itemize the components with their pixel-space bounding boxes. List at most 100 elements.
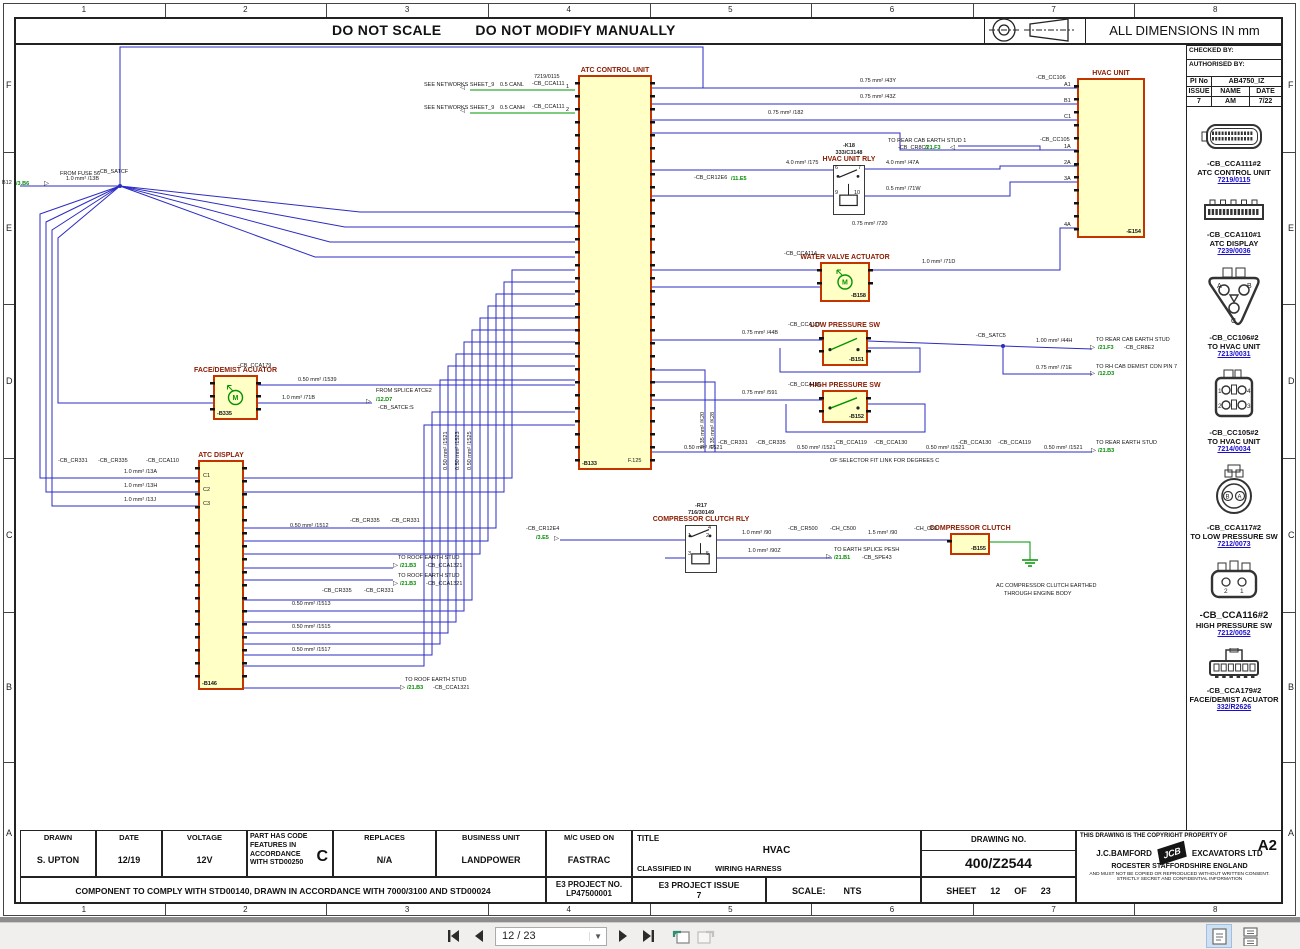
ruler-tick bbox=[487, 3, 489, 17]
grid-col-label: 5 bbox=[728, 905, 733, 914]
ruler-tick bbox=[1283, 152, 1296, 153]
first-page-button[interactable] bbox=[445, 927, 463, 945]
connector-part-link[interactable]: 7214/0034 bbox=[1217, 446, 1251, 453]
component-title: LOW PRESSURE SW bbox=[809, 321, 881, 329]
grid-row-label: C bbox=[1288, 530, 1295, 540]
cross-reference-link[interactable]: /11.E5 bbox=[731, 176, 747, 182]
svg-text:A: A bbox=[1238, 495, 1242, 501]
cross-reference-link[interactable]: /21.F3 bbox=[925, 145, 941, 151]
connector-part-link[interactable]: 7239/0036 bbox=[1217, 248, 1251, 255]
component-ref: -B133 bbox=[582, 461, 597, 467]
connector-part-link[interactable]: 7212/0052 bbox=[1217, 630, 1251, 637]
wire-label: B1 bbox=[1064, 98, 1071, 104]
mc-used-on-value: FASTRAC bbox=[567, 855, 611, 865]
previous-page-button[interactable] bbox=[470, 927, 488, 945]
connector-description: HIGH PRESSURE SW bbox=[1195, 621, 1273, 630]
grid-col-label: 2 bbox=[243, 5, 248, 14]
wire-label: -CB_SATCE:S bbox=[378, 405, 414, 411]
page-number-value: 12 / 23 bbox=[502, 930, 536, 942]
cross-reference-link[interactable]: /21.B1 bbox=[834, 555, 851, 561]
previous-view-button[interactable] bbox=[672, 927, 690, 945]
classified-value: WIRING HARNESS bbox=[715, 864, 782, 873]
scale-cell: SCALE: NTS bbox=[766, 877, 921, 904]
grid-col-label: 5 bbox=[728, 5, 733, 14]
wire-label: TO RH CAB DEMIST CON PIN 7 bbox=[1096, 364, 1178, 370]
off-sheet-arrow-icon: ▷ bbox=[393, 580, 398, 587]
grid-row-label: C bbox=[6, 530, 13, 540]
drawn-value: S. UPTON bbox=[36, 855, 80, 865]
drawing-no-cell: DRAWING NO. 400/Z2544 bbox=[921, 830, 1076, 877]
wire-label: 0.50 mm² /1512 bbox=[290, 523, 329, 529]
jcb-logo: JCB bbox=[1157, 840, 1187, 866]
wire-label: -CB_CCA117 bbox=[788, 322, 821, 328]
ruler-tick bbox=[164, 3, 166, 17]
last-page-button[interactable] bbox=[639, 927, 657, 945]
connector-name: -CB_CCA110#1 bbox=[1206, 230, 1262, 239]
cross-reference-link[interactable]: /12.D3 bbox=[1098, 371, 1115, 377]
next-view-button[interactable] bbox=[697, 927, 715, 945]
motor-symbol: M bbox=[836, 269, 853, 290]
wire-label: 0.75 mm² /720 bbox=[852, 221, 888, 227]
wire-label: -CB_CR335 bbox=[350, 518, 380, 524]
sheets-total: 23 bbox=[1040, 885, 1051, 896]
wire-label: 0.75 mm² /591 bbox=[742, 390, 778, 396]
atc-control-unit: ATC CONTROL UNIT-B133 bbox=[575, 67, 655, 470]
do-not-scale-text: DO NOT SCALE bbox=[332, 22, 442, 38]
date-value: 7/22 bbox=[1258, 98, 1273, 105]
grid-row-label: A bbox=[1288, 828, 1295, 838]
cross-reference-link[interactable]: /21.B3 bbox=[400, 563, 417, 569]
drawing-title: HVAC bbox=[762, 845, 791, 856]
grid-col-label: 2 bbox=[243, 905, 248, 914]
ruler-tick bbox=[1283, 762, 1296, 763]
issue-value-row: 7 AM 7/22 bbox=[1187, 97, 1281, 107]
off-sheet-arrow-icon: ▷ bbox=[1091, 447, 1096, 454]
cross-reference-link[interactable]: /3.E5 bbox=[536, 535, 549, 541]
off-sheet-arrow-icon: ◁ bbox=[950, 144, 955, 151]
connector-part-link[interactable]: 7212/0073 bbox=[1217, 541, 1251, 548]
low-pressure-sw: LOW PRESSURE SW-B151 bbox=[810, 322, 880, 366]
cross-reference-link[interactable]: /21.F3 bbox=[1098, 345, 1114, 351]
drawn-label: DRAWN bbox=[43, 833, 73, 842]
pi-no-value: AB4750_IZ bbox=[1228, 78, 1265, 85]
high-pressure-sw: HIGH PRESSURE SW-B152 bbox=[809, 382, 881, 423]
svg-text:1: 1 bbox=[1240, 588, 1244, 595]
single-page-view-button[interactable] bbox=[1206, 924, 1232, 948]
next-page-button[interactable] bbox=[614, 927, 632, 945]
wire-label: OF SELECTOR FIT LINK FOR DEGREES C bbox=[830, 458, 940, 464]
cross-reference-link[interactable]: /21.B3 bbox=[400, 581, 417, 587]
connector-part-link[interactable]: 332/R2626 bbox=[1216, 704, 1252, 711]
cross-reference-link[interactable]: /12.D7 bbox=[376, 397, 393, 403]
grid-col-label: 6 bbox=[889, 905, 895, 914]
svg-text:4: 4 bbox=[1247, 388, 1251, 395]
cross-reference-link[interactable]: /21.B3 bbox=[1098, 448, 1115, 454]
grid-row-label: B bbox=[1288, 682, 1295, 692]
connector-description: ATC DISPLAY bbox=[1209, 239, 1259, 248]
grid-row-label: F bbox=[6, 79, 12, 90]
page-scrolling-view-button[interactable] bbox=[1238, 925, 1262, 947]
hvac-unit: HVAC UNIT-E154 bbox=[1074, 70, 1145, 238]
ruler-tick bbox=[649, 904, 651, 916]
wire-label: 1.0 mm² /13B bbox=[66, 176, 100, 182]
ruler-tick bbox=[811, 3, 813, 17]
off-sheet-arrow-icon: ▷ bbox=[826, 553, 831, 560]
wire-label: B12 bbox=[2, 180, 12, 186]
wire-label: C3 bbox=[203, 501, 211, 507]
wire-label: TO ROOF EARTH STUD bbox=[405, 677, 467, 683]
connector-part-link[interactable]: 7219/0115 bbox=[1217, 177, 1251, 184]
ruler-tick bbox=[3, 152, 14, 153]
cross-reference-link[interactable]: /21.B3 bbox=[407, 685, 424, 691]
svg-text:2: 2 bbox=[1224, 588, 1228, 595]
svg-text:2: 2 bbox=[1218, 403, 1222, 410]
page-number-combobox[interactable]: 12 / 23 ▼ bbox=[495, 926, 607, 946]
cross-reference-link[interactable]: /3.B6 bbox=[16, 181, 30, 187]
connector-part-link[interactable]: 7213/0031 bbox=[1217, 351, 1251, 358]
grid-col-label: 1 bbox=[81, 905, 87, 914]
wire-label: -CH_C80 bbox=[914, 526, 937, 532]
wire-label: -CB_CCA1321 bbox=[426, 563, 463, 569]
grid-col-label: 8 bbox=[1212, 905, 1218, 914]
